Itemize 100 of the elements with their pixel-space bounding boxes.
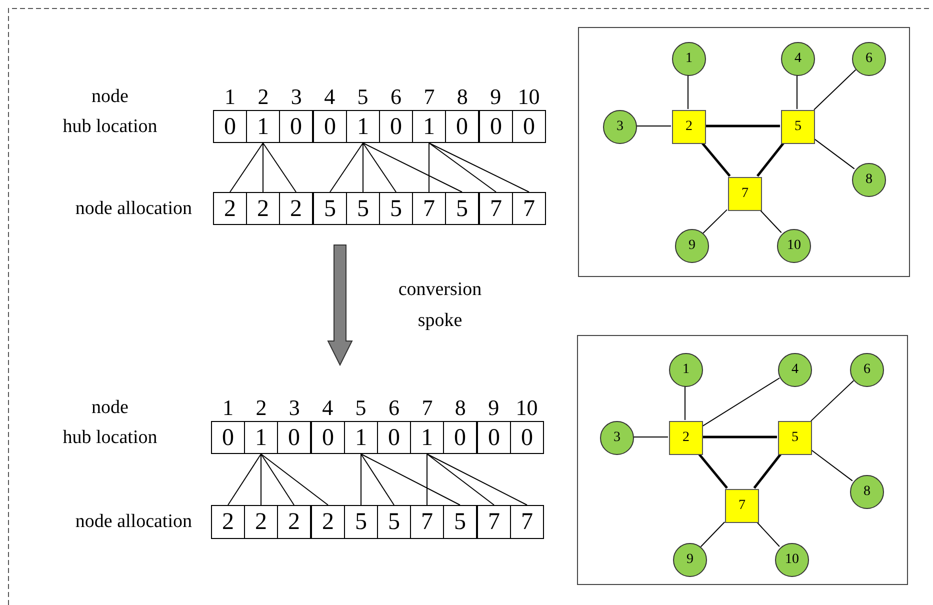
table-cell: 0 <box>311 421 345 454</box>
row-label: node allocation <box>74 510 192 534</box>
row-label: 1 <box>224 84 236 110</box>
table-cell: 0 <box>377 421 411 454</box>
connector-line <box>228 454 262 506</box>
table-cell: 2 <box>279 192 313 225</box>
row-label: 6 <box>390 84 402 110</box>
connector-line <box>756 522 780 548</box>
table-cell: 7 <box>479 192 513 225</box>
connector-line <box>426 454 494 506</box>
table-cell: 0 <box>445 110 479 143</box>
row-label: 4 <box>321 395 334 421</box>
row-label: hub location <box>62 115 158 139</box>
table-cell: 5 <box>344 505 378 539</box>
connector-line <box>756 142 785 177</box>
table-cell: 2 <box>244 505 278 539</box>
table-cell: 2 <box>246 192 280 225</box>
table-cell: 0 <box>313 110 347 143</box>
connector-line <box>426 454 528 506</box>
table-cell: 5 <box>445 192 479 225</box>
row-label: node <box>90 396 130 420</box>
connector-line <box>426 454 428 506</box>
table-cell: 2 <box>311 505 345 539</box>
connector-line <box>684 386 686 420</box>
connector-line <box>362 142 462 192</box>
connector-line <box>262 142 264 192</box>
table-cell: 0 <box>479 110 513 143</box>
row-label: 10 <box>516 84 541 110</box>
connector-line <box>360 454 460 506</box>
connector-line <box>810 449 853 482</box>
row-label: 9 <box>489 84 502 110</box>
table-cell: 5 <box>377 505 411 539</box>
table-cell: 5 <box>379 192 413 225</box>
table-cell: 5 <box>313 192 347 225</box>
row-label: 4 <box>323 84 336 110</box>
table-cell: 0 <box>279 110 313 143</box>
row-label: 2 <box>256 84 270 110</box>
connector-line <box>700 522 726 548</box>
hub-square: 2 <box>669 421 703 455</box>
connector-line <box>796 74 798 110</box>
connector-line <box>701 142 731 177</box>
connector-line <box>753 453 782 489</box>
table-cell: 0 <box>443 421 477 454</box>
row-label: 8 <box>454 395 467 421</box>
connector-line <box>810 380 854 422</box>
row-label: 3 <box>290 84 303 110</box>
table-cell: 1 <box>246 110 280 143</box>
table-cell: 5 <box>346 192 380 225</box>
table-cell: 0 <box>379 110 413 143</box>
row-label: node <box>90 85 130 109</box>
table-cell: 5 <box>443 505 477 539</box>
table-cell: 7 <box>477 505 511 539</box>
table-cell: 2 <box>211 505 245 539</box>
table-cell: 7 <box>412 192 446 225</box>
connector-line <box>814 138 855 170</box>
connector-line <box>360 454 362 506</box>
table-cell: 1 <box>344 421 378 454</box>
table-cell: 7 <box>510 505 544 539</box>
hub-square: 5 <box>781 110 815 144</box>
row-label: 2 <box>254 395 268 421</box>
connector-line <box>760 210 782 234</box>
connector-line <box>360 454 394 506</box>
row-label: node allocation <box>74 197 192 221</box>
network-panel <box>577 335 908 585</box>
table-cell: 1 <box>244 421 278 454</box>
connector-line <box>428 142 496 192</box>
table-cell: 0 <box>277 421 311 454</box>
connector-line <box>230 142 264 192</box>
table-cell: 0 <box>211 421 245 454</box>
connector-line <box>330 142 364 192</box>
row-label: 1 <box>222 395 234 421</box>
table-cell: 2 <box>213 192 247 225</box>
network-panel <box>578 27 910 277</box>
row-label: hub location <box>62 426 158 450</box>
table-cell: 2 <box>277 505 311 539</box>
connector-line <box>632 436 668 438</box>
table-cell: 7 <box>512 192 546 225</box>
row-label: 8 <box>456 84 469 110</box>
connector-line <box>814 69 856 110</box>
connector-line <box>428 142 430 192</box>
row-label: 7 <box>422 84 436 110</box>
table-cell: 0 <box>510 421 544 454</box>
connector-line <box>702 436 777 438</box>
connector-line <box>702 209 728 234</box>
connector-line <box>705 124 780 128</box>
row-label: 3 <box>288 395 301 421</box>
row-label: 7 <box>420 395 434 421</box>
row-label: 10 <box>514 395 539 421</box>
table-cell: 0 <box>477 421 511 454</box>
row-label: 9 <box>487 395 500 421</box>
connector-line <box>702 378 780 427</box>
row-label: 5 <box>356 84 370 110</box>
connector-line <box>428 142 530 192</box>
table-cell: 0 <box>213 110 247 143</box>
hub-square: 5 <box>778 421 812 455</box>
hub-square: 2 <box>672 110 706 144</box>
connector-line <box>260 454 328 506</box>
hub-square: 7 <box>728 177 762 211</box>
hub-square: 7 <box>725 489 759 523</box>
table-cell: 1 <box>346 110 380 143</box>
